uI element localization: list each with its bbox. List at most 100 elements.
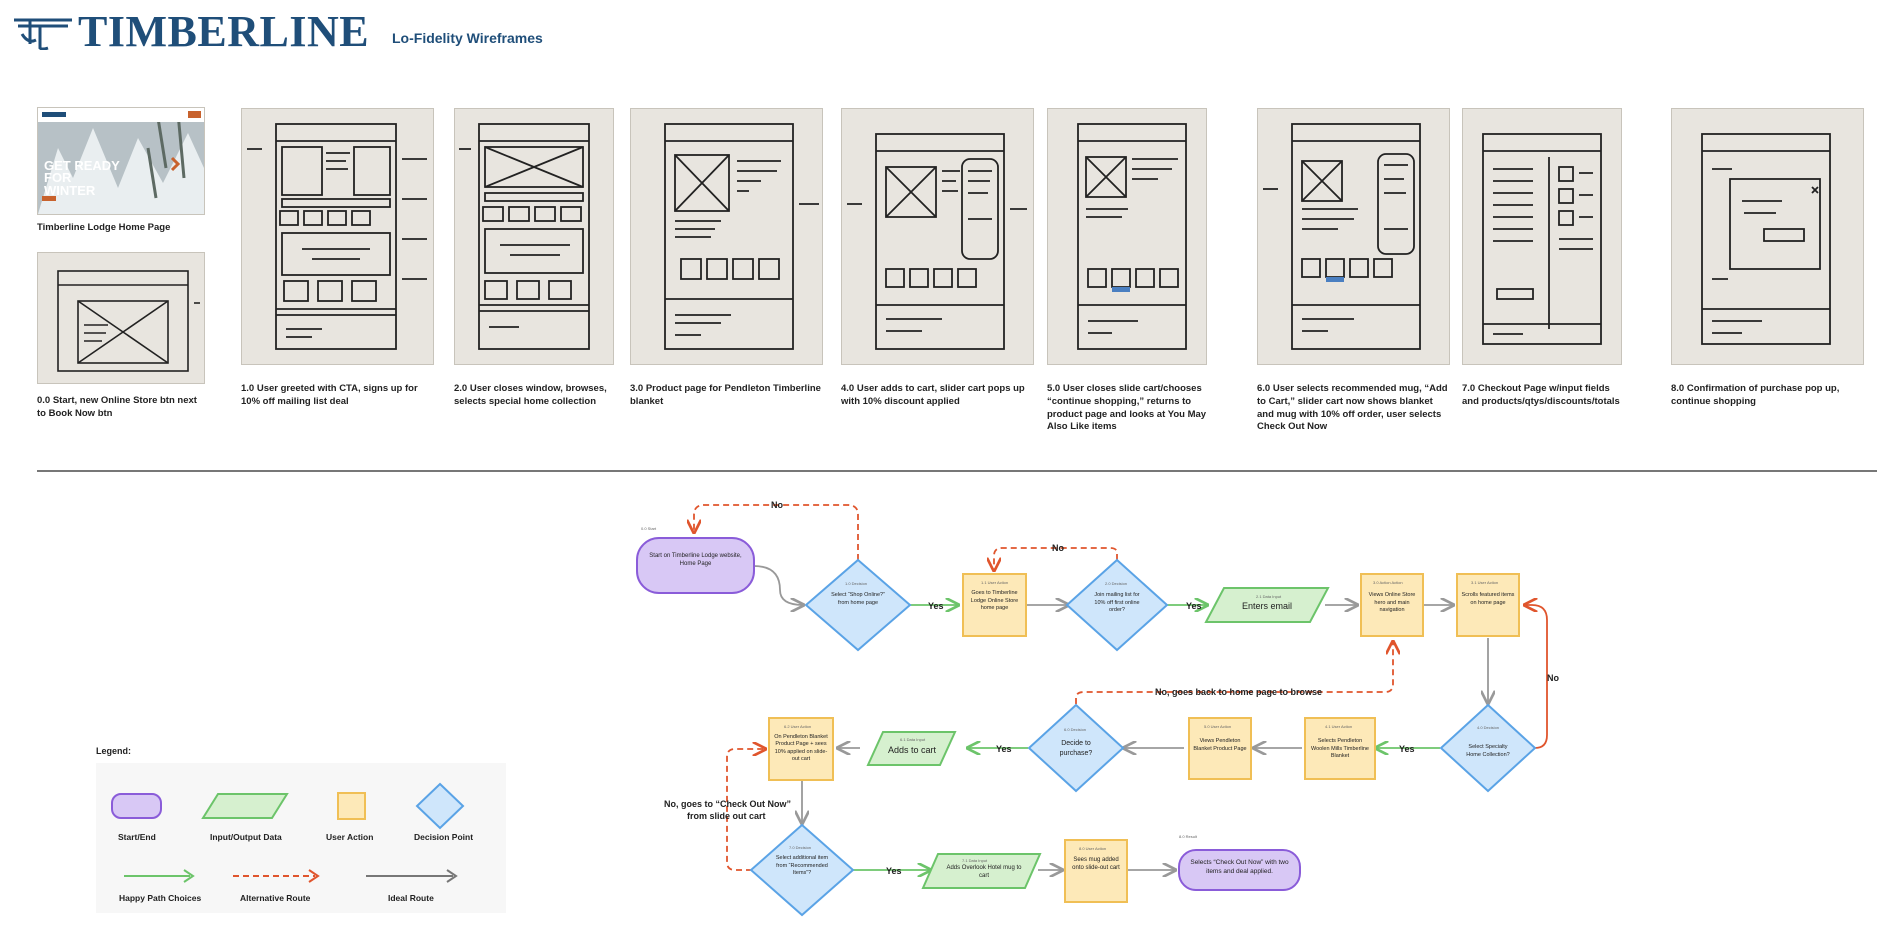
- frame-caption-2: 2.0 User closes window, browses, selects…: [454, 383, 607, 407]
- edge-additional-no: [726, 749, 765, 871]
- legend-action-label: User Action: [326, 832, 374, 842]
- node-viewpend-text: Views Pendleton Blanket Product Page: [1193, 738, 1247, 752]
- node-viewpend-tag: 5.0 User Action: [1204, 724, 1231, 729]
- homepage-screenshot: GET READY FOR WINTER: [37, 107, 205, 215]
- sketch-frame-5: [1047, 108, 1207, 365]
- label-select-yes: Yes: [1399, 744, 1415, 754]
- node-selpend-text: Selects Pendleton Woolen Mills Timberlin…: [1311, 738, 1369, 760]
- edge-shop-no: [694, 504, 859, 560]
- node-email-tag: 2.1 Data Input: [1256, 594, 1282, 599]
- label-additional-no-1: No, goes to “Check Out Now”: [664, 799, 791, 809]
- node-join-tag: 2.0 Decision: [1105, 581, 1127, 586]
- edge-start-to-shop: [753, 565, 803, 605]
- sketch-frame-8: [1671, 108, 1864, 365]
- edge-join-no: [994, 547, 1118, 570]
- label-shop-yes: Yes: [928, 601, 944, 611]
- legend-alternative-label: Alternative Route: [240, 893, 311, 903]
- legend-happy-label: Happy Path Choices: [119, 893, 202, 903]
- label-additional-no-2: from slide out cart: [687, 811, 766, 821]
- node-sees-action: [1064, 839, 1128, 903]
- frame-caption-6: 6.0 User selects recommended mug, “Add t…: [1257, 383, 1448, 433]
- node-end-tag: 8.0 Result: [1179, 834, 1198, 839]
- node-sees-tag: 8.0 User Action: [1079, 846, 1106, 851]
- node-shop-decision: [804, 558, 912, 652]
- node-join-text: Join mailing list for 10% off first onli…: [1094, 592, 1140, 614]
- legend-start-end-label: Start/End: [118, 832, 156, 842]
- frame-caption-0: 0.0 Start, new Online Store btn next to …: [37, 395, 197, 419]
- node-scrolls-action: [1456, 573, 1520, 637]
- legend-action-icon: [337, 792, 366, 820]
- legend-title: Legend:: [96, 746, 131, 756]
- node-additional-text: Select additional item from “Recommended…: [775, 855, 829, 877]
- node-email-text: Enters email: [1242, 601, 1292, 611]
- node-select-decision: [1439, 703, 1537, 793]
- timberline-logo-icon: [14, 18, 72, 50]
- node-views-text: Views Online Store hero and main navigat…: [1368, 592, 1416, 614]
- node-start-tag: 0.0 Start: [641, 526, 657, 531]
- label-decide-yes: Yes: [996, 744, 1012, 754]
- frame-caption-7: 7.0 Checkout Page w/input fields and pro…: [1462, 383, 1620, 407]
- label-join-yes: Yes: [1186, 601, 1202, 611]
- node-join-decision: [1065, 558, 1169, 652]
- node-adds-text: Adds to cart: [888, 745, 937, 755]
- node-start: [636, 537, 755, 594]
- node-onpend-action: [768, 717, 834, 781]
- node-decide-tag: 6.0 Decision: [1064, 727, 1086, 732]
- node-decide-decision: [1027, 703, 1125, 793]
- node-shop-tag: 1.0 Decision: [845, 581, 867, 586]
- node-onpend-tag: 6.2 User Action: [784, 724, 811, 729]
- node-additional-decision: [749, 823, 855, 917]
- node-goes-text: Goes to Timberline Lodge Online Store ho…: [970, 590, 1019, 612]
- node-select-tag: 4.0 Decision: [1477, 725, 1499, 730]
- frame-caption-3: 3.0 Product page for Pendleton Timberlin…: [630, 383, 821, 407]
- node-adds-io: [866, 731, 957, 766]
- legend-start-end-icon: [111, 793, 162, 819]
- legend-decision-label: Decision Point: [414, 832, 474, 842]
- frame-caption-8: 8.0 Confirmation of purchase pop up, con…: [1671, 383, 1840, 407]
- label-decide-no: No, goes back to home page to browse: [1155, 687, 1322, 697]
- sketch-frame-4: [841, 108, 1034, 365]
- brand-logo: TIMBERLINE: [12, 10, 369, 54]
- node-onpend-text: On Pendleton Blanket Product Page + sees…: [774, 734, 828, 763]
- node-decide-text: Decide to purchase?: [1059, 740, 1093, 757]
- hero-text: GET READY FOR WINTER: [44, 158, 120, 198]
- node-views-action: [1360, 573, 1424, 637]
- label-additional-yes: Yes: [886, 866, 902, 876]
- node-mug-text: Adds Overlook Hotel mug to cart: [946, 865, 1022, 880]
- node-scrolls-text: Scrolls featured items on home page: [1461, 592, 1515, 606]
- node-end-text: Selects “Check Out Now” with two items a…: [1190, 859, 1289, 876]
- node-select-text: Select Specialty Home Collection?: [1466, 744, 1510, 758]
- section-divider: [37, 470, 1877, 472]
- node-adds-tag: 6.1 Data Input: [900, 737, 926, 742]
- legend-decision-icon: [415, 782, 465, 830]
- sketch-frame-6: [1257, 108, 1450, 365]
- edge-select-no: [1525, 605, 1548, 749]
- node-sees-text: Sees mug added onto slide-out cart: [1072, 857, 1120, 872]
- node-goes-action: [962, 573, 1027, 637]
- frame-caption-5: 5.0 User closes slide cart/chooses “cont…: [1047, 383, 1207, 433]
- label-shop-no: No: [771, 500, 783, 510]
- sketch-frame-3: [630, 108, 823, 365]
- label-select-no: No: [1547, 673, 1559, 683]
- page-subtitle: Lo-Fidelity Wireframes: [392, 30, 543, 46]
- node-views-tag: 3.0 Action Action: [1373, 580, 1403, 585]
- frame-caption-1: 1.0 User greeted with CTA, signs up for …: [241, 383, 418, 407]
- legend-io-icon: [201, 793, 289, 819]
- node-start-text: Start on Timberline Lodge website, Home …: [649, 553, 742, 568]
- node-scrolls-tag: 3.1 User Action: [1471, 580, 1498, 585]
- frame-caption-4: 4.0 User adds to cart, slider cart pops …: [841, 383, 1025, 407]
- legend-io-label: Input/Output Data: [210, 832, 282, 842]
- node-mug-tag: 7.1 Data Input: [962, 858, 988, 863]
- brand-name: TIMBERLINE: [78, 7, 370, 56]
- label-join-no: No: [1052, 543, 1064, 553]
- node-additional-tag: 7.0 Decision: [789, 845, 811, 850]
- node-viewpend-action: [1188, 717, 1252, 780]
- node-end: [1178, 849, 1301, 891]
- node-mug-io: [921, 853, 1042, 889]
- sketch-frame-0: [37, 252, 205, 384]
- node-selpend-action: [1304, 717, 1376, 780]
- sketch-frame-7: [1462, 108, 1622, 365]
- node-email-io: [1204, 587, 1330, 623]
